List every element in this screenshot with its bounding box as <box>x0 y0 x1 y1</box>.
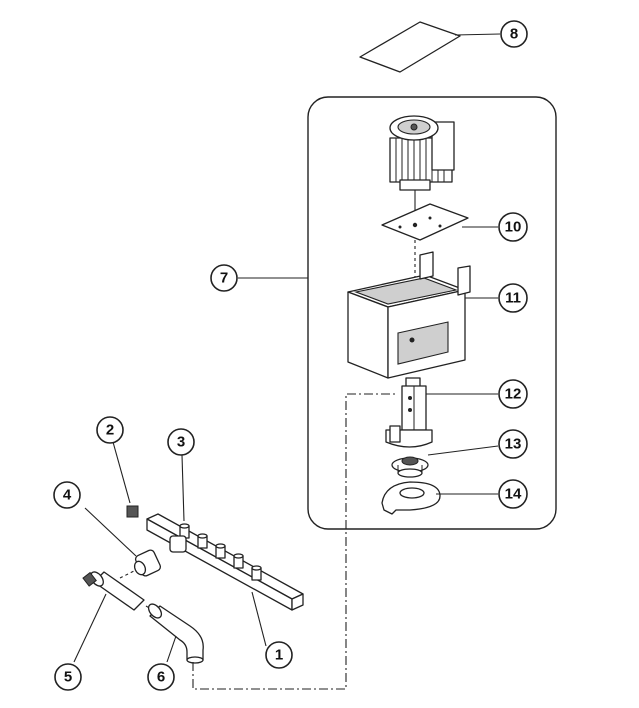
callout-14: 14 <box>498 479 528 509</box>
callout-8: 8 <box>500 20 528 48</box>
callout-11: 11 <box>498 283 528 313</box>
svg-text:13: 13 <box>505 436 522 453</box>
part-4-coupling <box>84 507 162 579</box>
callout-1: 1 <box>265 641 293 669</box>
motor <box>389 115 455 232</box>
callout-10: 10 <box>498 212 528 242</box>
part-2-block <box>112 441 139 518</box>
callout-2: 2 <box>96 416 124 444</box>
callout-3: 3 <box>167 428 195 456</box>
svg-text:11: 11 <box>505 290 521 307</box>
svg-text:7: 7 <box>220 270 228 287</box>
part-14-volute <box>381 481 498 515</box>
callout-4: 4 <box>53 481 81 509</box>
svg-text:12: 12 <box>505 386 522 403</box>
svg-text:5: 5 <box>64 669 72 686</box>
svg-text:10: 10 <box>505 219 522 236</box>
callout-6: 6 <box>147 663 175 691</box>
part-8-sheet <box>359 21 501 73</box>
part-13-impeller <box>391 445 499 478</box>
part-3-leader <box>181 454 185 522</box>
svg-text:1: 1 <box>275 647 283 664</box>
svg-text:8: 8 <box>510 26 518 43</box>
part-11-housing <box>347 240 498 379</box>
callout-7: 7 <box>210 264 238 292</box>
callout-13: 13 <box>498 429 528 459</box>
svg-text:2: 2 <box>106 422 114 439</box>
assembly-7-boundary <box>307 96 557 530</box>
svg-text:14: 14 <box>505 486 522 503</box>
part-10-gasket <box>381 203 498 241</box>
routing-line <box>192 393 398 690</box>
svg-text:3: 3 <box>177 434 185 451</box>
part-12-shaft <box>385 377 498 448</box>
callout-5: 5 <box>54 663 82 691</box>
part-6-elbow <box>147 603 204 664</box>
callout-12: 12 <box>498 379 528 409</box>
part-5-tube <box>73 571 157 663</box>
nozzles <box>179 523 262 581</box>
part-1-manifold <box>146 513 304 647</box>
svg-text:4: 4 <box>63 487 72 504</box>
svg-text:6: 6 <box>157 669 165 686</box>
